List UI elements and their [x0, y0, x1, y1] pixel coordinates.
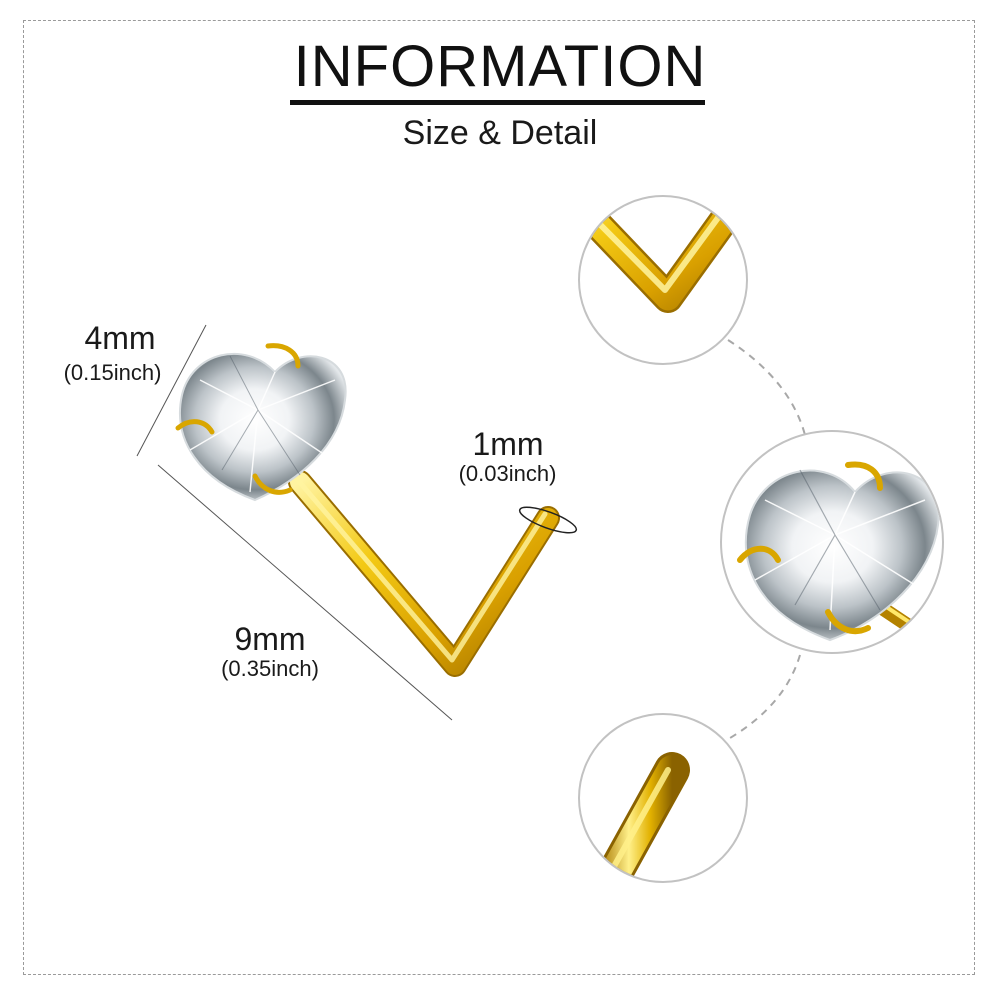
heart-gem-detail-icon: [720, 430, 944, 654]
page-subtitle: Size & Detail: [402, 114, 598, 152]
connector-dashed-line-top: [727, 339, 806, 436]
l-bend-detail-icon: [578, 195, 748, 365]
page-title: INFORMATION: [293, 34, 707, 99]
stone-width-metric-label: 4mm: [84, 320, 156, 356]
post-length-imperial-label: (0.35inch): [221, 656, 319, 681]
length-guide-line: [157, 464, 453, 721]
post-length-metric-label: 9mm: [234, 621, 306, 657]
dashed-frame: [23, 20, 975, 975]
l-shape-nose-stud-heart-icon: [175, 343, 578, 677]
post-gauge-imperial-label: (0.03inch): [458, 461, 557, 486]
title-underline: [290, 100, 705, 105]
connector-dashed-line-bottom: [729, 654, 801, 739]
stone-width-guide-line: [136, 324, 207, 457]
rounded-tip-detail-icon: [578, 713, 748, 883]
post-gauge-metric-label: 1mm: [472, 426, 544, 462]
stone-width-imperial-label: (0.15inch): [63, 360, 162, 385]
